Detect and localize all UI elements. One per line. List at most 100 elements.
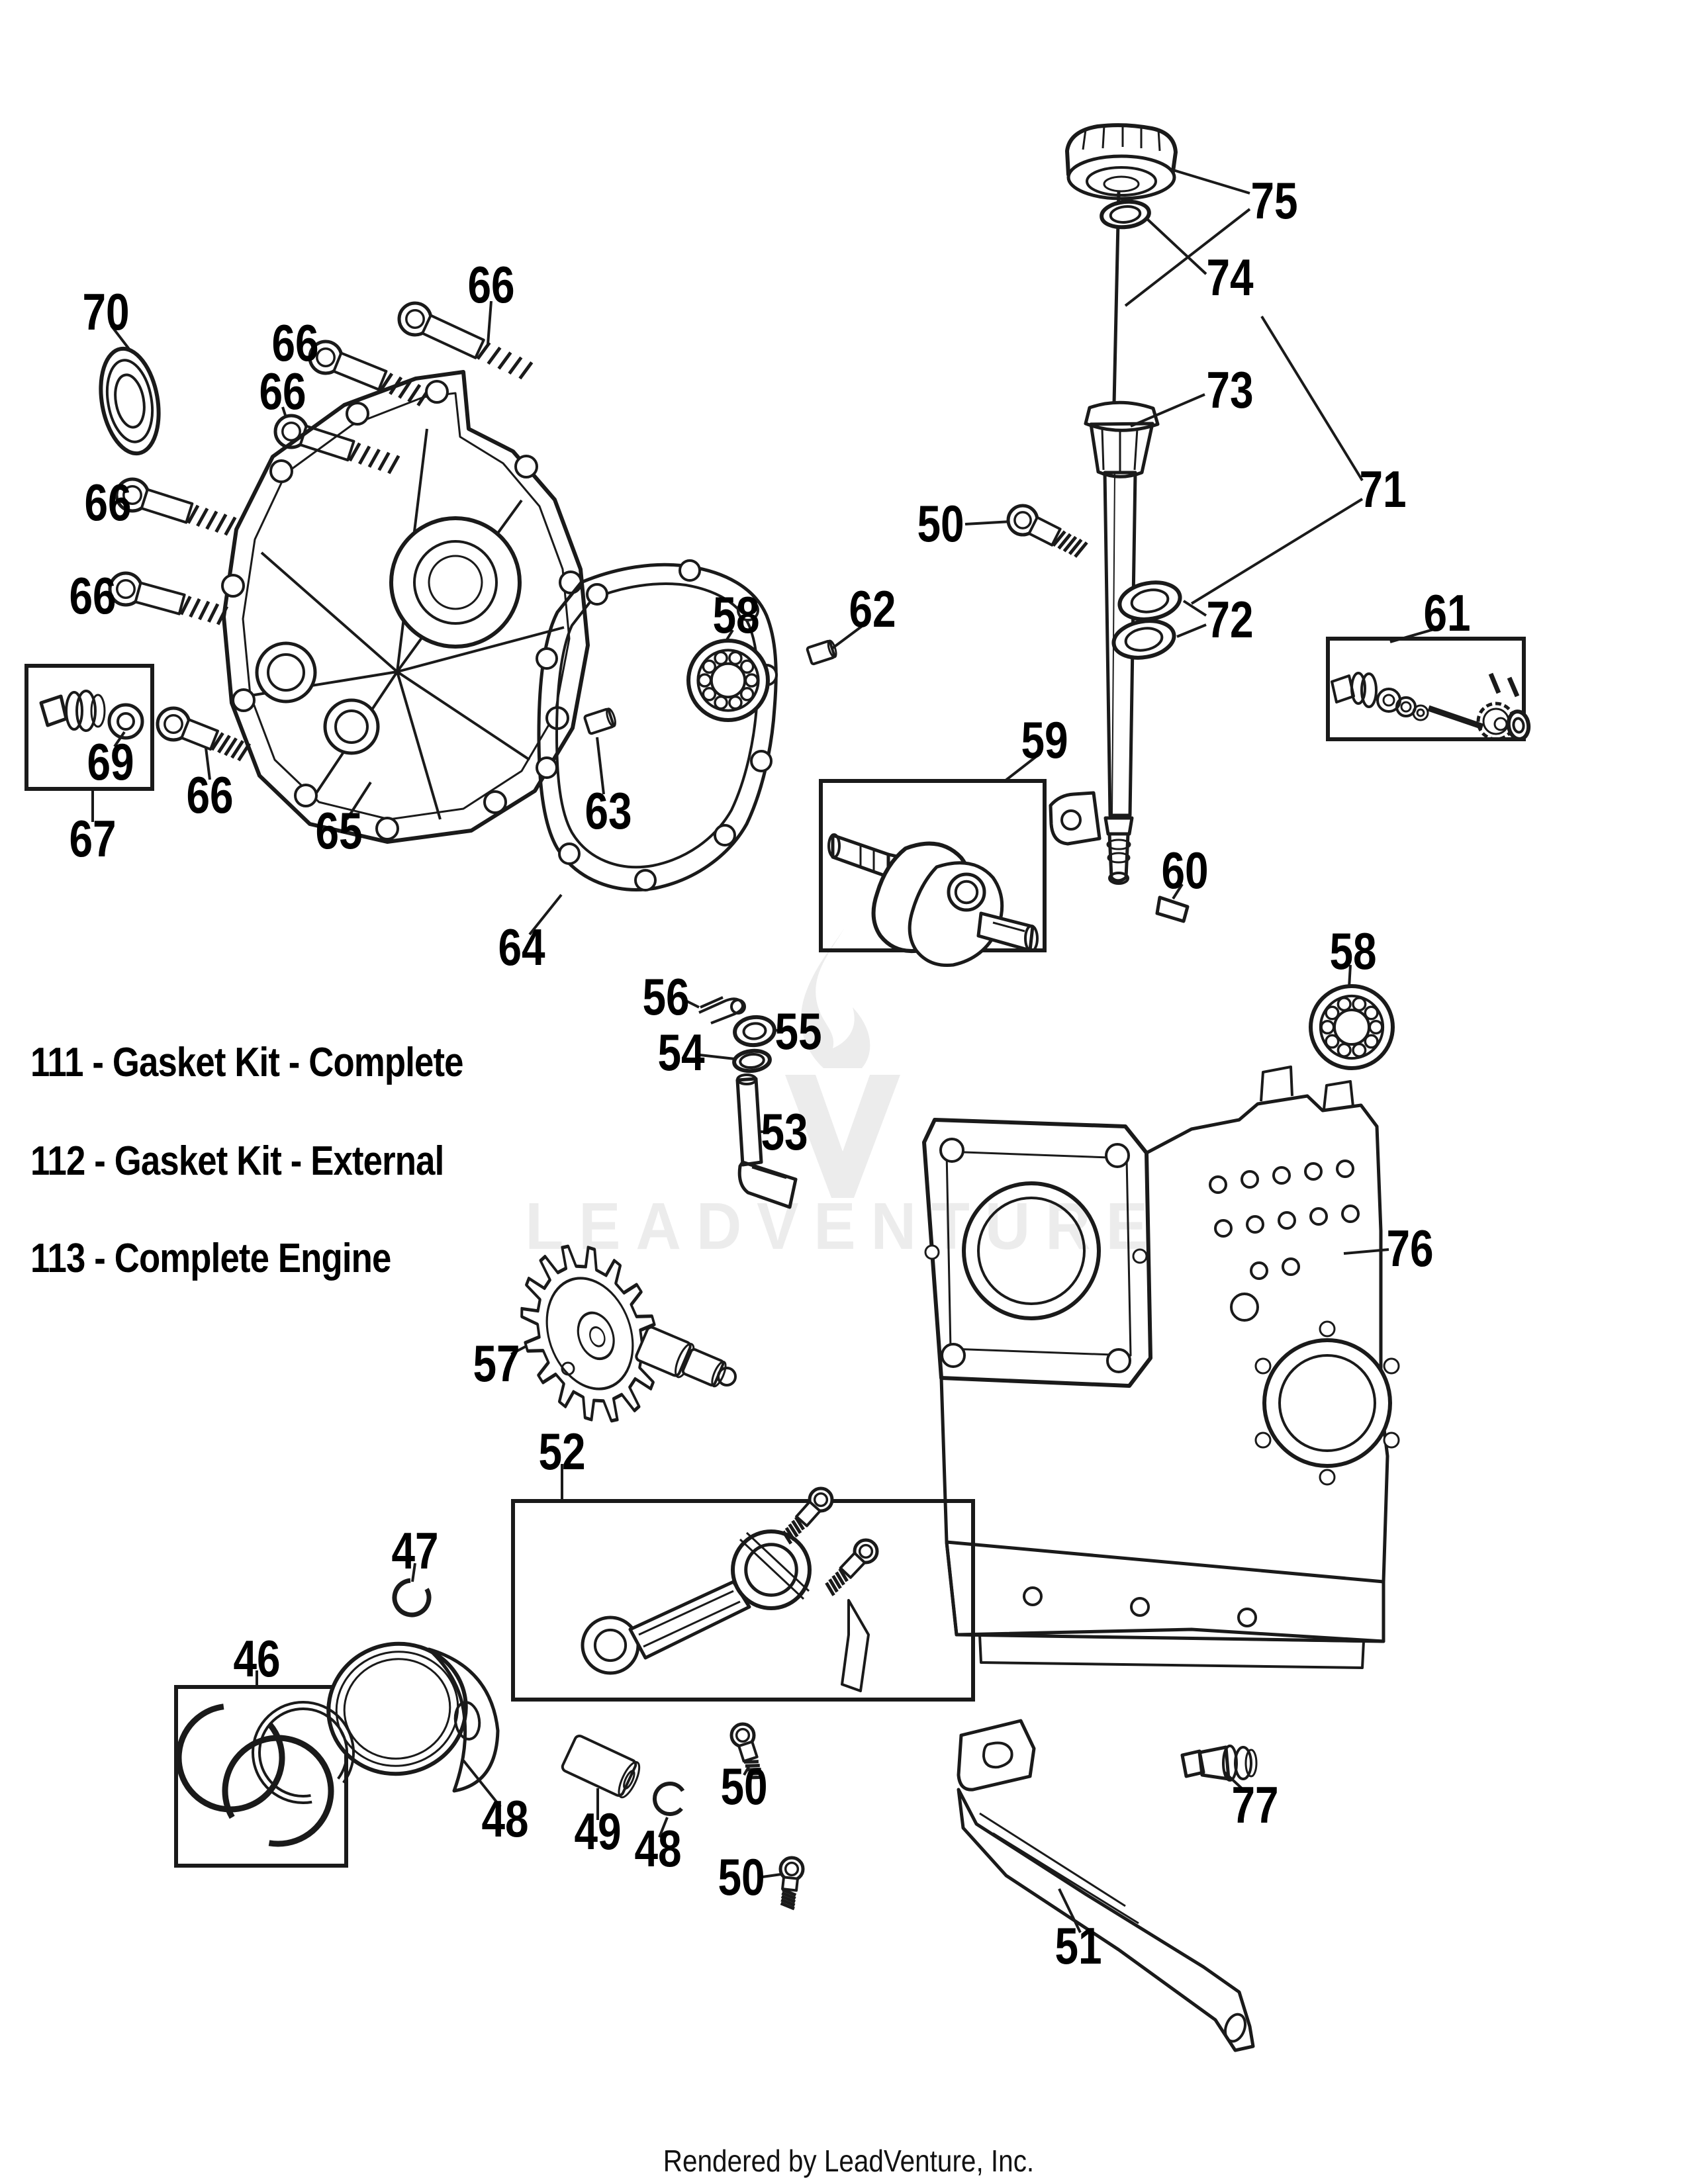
- leadventure-watermark-text: LEADVENTURE: [525, 1189, 1163, 1263]
- callout-46[interactable]: 46: [233, 1630, 280, 1688]
- callout-66[interactable]: 66: [69, 567, 116, 625]
- callout-76[interactable]: 76: [1386, 1220, 1433, 1277]
- block-hole: [939, 1138, 1131, 1373]
- callout-71[interactable]: 71: [1359, 461, 1406, 518]
- callout-53[interactable]: 53: [761, 1103, 808, 1161]
- crankshaft-59-pto-end: [827, 833, 841, 858]
- cylinder-block-76-brackets: [1260, 1066, 1354, 1110]
- leader-line: [487, 300, 492, 345]
- oil-fill-cap-75-inner: [1086, 166, 1157, 197]
- connecting-rod-cap-split: [739, 1531, 810, 1600]
- oil-fill-cap-75-ridges: [1082, 124, 1161, 152]
- crankshaft-59-pin: [947, 872, 986, 912]
- callout-63[interactable]: 63: [585, 782, 632, 840]
- cylinder-block-76-feet2: [978, 1633, 1365, 1669]
- callout-65[interactable]: 65: [315, 802, 362, 860]
- callout-66[interactable]: 66: [259, 363, 306, 420]
- dowel-pin-62: [806, 639, 837, 666]
- crankcase-cover-65-fill2: [334, 709, 369, 744]
- callout-66[interactable]: 66: [186, 766, 233, 824]
- leader-line: [113, 731, 126, 748]
- callout-54[interactable]: 54: [657, 1024, 704, 1081]
- callout-58[interactable]: 58: [712, 586, 759, 644]
- kit-line-112: 112 - Gasket Kit - External: [30, 1138, 444, 1184]
- callout-77[interactable]: 77: [1231, 1776, 1278, 1834]
- flange-bolt-66-2: [308, 340, 431, 406]
- oil-pump-plug: [1350, 672, 1366, 705]
- callout-74[interactable]: 74: [1206, 249, 1253, 306]
- blockbore-hole: [1254, 1320, 1400, 1486]
- piston-pin-clip-47: [392, 1578, 432, 1617]
- piston-pin-clip-48: [653, 1782, 687, 1816]
- piston-48-groove2: [343, 1658, 451, 1760]
- piston-48-crown: [326, 1641, 468, 1776]
- dipstick-funnel-73-top: [1084, 400, 1160, 432]
- piston-pin-49: [561, 1734, 641, 1799]
- callout-69[interactable]: 69: [87, 733, 134, 791]
- cylinder-block-76-flange-inner: [945, 1150, 1132, 1357]
- callout-57[interactable]: 57: [473, 1335, 520, 1392]
- callout-50[interactable]: 50: [917, 495, 964, 553]
- dipstick-tube-spout-ring3: [1107, 852, 1131, 864]
- callout-49[interactable]: 49: [574, 1803, 621, 1860]
- callout-70[interactable]: 70: [82, 283, 129, 341]
- callout-48[interactable]: 48: [481, 1790, 528, 1848]
- dowel-pin-63: [583, 707, 616, 735]
- flame-icon: [801, 928, 870, 1068]
- oil-drain-plug-77-end: [1244, 1749, 1258, 1778]
- callout-51[interactable]: 51: [1055, 1917, 1102, 1975]
- callout-67[interactable]: 67: [69, 810, 116, 868]
- leader-line: [346, 781, 372, 821]
- block-slot: [1023, 1586, 1257, 1627]
- callout-66[interactable]: 66: [467, 256, 514, 314]
- oil-fill-cap-75-hub: [1103, 175, 1140, 193]
- cover-plate-51-bracket-hole: [982, 1741, 1013, 1769]
- dipstick-tube-73: [1103, 471, 1137, 817]
- o-ring-74: [1100, 199, 1151, 230]
- callout-55[interactable]: 55: [774, 1003, 821, 1060]
- callout-52[interactable]: 52: [538, 1423, 585, 1480]
- callout-72[interactable]: 72: [1206, 591, 1253, 649]
- crankcase-cover-65-inner: [242, 392, 571, 821]
- rod-dipper: [841, 1599, 870, 1692]
- callout-66[interactable]: 66: [271, 314, 318, 372]
- cover-hole: [221, 380, 583, 841]
- piston-ring-3: [252, 1701, 355, 1804]
- piston-ring-3b: [258, 1707, 348, 1797]
- ball-bearing-58: [686, 639, 770, 722]
- crankcase-cover-65-drain: [255, 641, 317, 704]
- group-box-drain-plug-kit-67: [24, 664, 154, 791]
- callout-73[interactable]: 73: [1206, 361, 1253, 419]
- leader-line: [1182, 600, 1207, 617]
- callout-50[interactable]: 50: [720, 1758, 767, 1815]
- drain-plug-67-flange: [90, 694, 106, 728]
- callout-58[interactable]: 58: [1329, 923, 1376, 980]
- callout-60[interactable]: 60: [1161, 842, 1208, 899]
- block-fin: [1209, 1160, 1360, 1280]
- callout-56[interactable]: 56: [642, 968, 689, 1026]
- leader-line: [1389, 626, 1441, 643]
- crankcase-cover-65-boss: [389, 516, 522, 649]
- cylinder-block-76-bore: [962, 1181, 1101, 1320]
- connecting-rod-small-end: [581, 1615, 640, 1675]
- oil-pump-rotor-hub: [1493, 717, 1508, 731]
- callout-59[interactable]: 59: [1021, 711, 1068, 769]
- dipstick-tube-bracket-hole: [1060, 809, 1082, 831]
- callout-62[interactable]: 62: [849, 580, 896, 638]
- oil-tube-53-foot: [737, 1160, 798, 1209]
- cover-plate-51: [957, 1788, 1255, 2052]
- dipstick-tube-spout-end: [1108, 872, 1129, 885]
- washer-cap-55: [733, 1015, 776, 1048]
- callout-75[interactable]: 75: [1250, 172, 1297, 230]
- crankshaft-59-out-end: [1024, 925, 1039, 952]
- rod-bolt-1: [782, 1486, 834, 1545]
- callout-66[interactable]: 66: [84, 474, 131, 531]
- callout-47[interactable]: 47: [391, 1522, 438, 1580]
- callout-61[interactable]: 61: [1423, 584, 1470, 642]
- oil-drain-plug-77-thread: [1234, 1746, 1252, 1780]
- callout-48[interactable]: 48: [634, 1820, 681, 1878]
- callout-50[interactable]: 50: [718, 1848, 765, 1906]
- callout-64[interactable]: 64: [498, 919, 545, 976]
- cylinder-block-76-bore2: [977, 1197, 1086, 1305]
- leader-line: [1190, 498, 1364, 605]
